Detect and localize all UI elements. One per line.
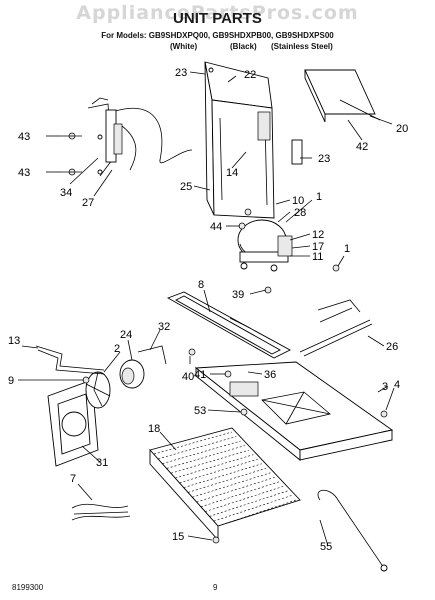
variant-stainless: (Stainless Steel) [271, 42, 333, 51]
callout-31: 31 [96, 457, 108, 469]
document-number: 8199300 [12, 583, 44, 592]
callout-3: 3 [382, 381, 388, 393]
callout-39: 39 [232, 289, 244, 301]
callout-43a: 43 [18, 131, 30, 143]
compressor [237, 219, 293, 272]
callout-1a: 1 [316, 191, 322, 203]
callout-34: 34 [60, 187, 72, 199]
variant-white: (White) [170, 42, 198, 51]
cold-control-assembly [87, 97, 193, 177]
callout-11: 11 [312, 251, 323, 263]
callout-53: 53 [194, 405, 206, 417]
callout-labels: 23 22 20 42 43 43 34 27 14 23 25 10 1 28… [8, 67, 408, 553]
callout-2: 2 [114, 343, 120, 355]
callout-12: 12 [312, 229, 324, 241]
callout-44: 44 [210, 221, 222, 233]
callout-28: 28 [294, 207, 306, 219]
callout-7: 7 [70, 473, 76, 485]
callout-13: 13 [8, 335, 20, 347]
callout-23a: 23 [175, 67, 187, 79]
condenser-coil [149, 427, 301, 542]
leader-lines [18, 71, 395, 547]
base-plate [194, 361, 394, 461]
callout-18: 18 [148, 423, 160, 435]
callout-1b: 1 [344, 243, 350, 255]
callout-27: 27 [82, 197, 94, 209]
callout-23b: 23 [318, 153, 330, 165]
screws [62, 132, 388, 544]
callout-26: 26 [386, 341, 398, 353]
watermark: AppliancePartsPros.com [76, 2, 359, 24]
callout-55: 55 [320, 541, 332, 553]
fan-blade-and-motor [85, 345, 167, 409]
page-title: UNIT PARTS [173, 10, 262, 27]
callout-24: 24 [120, 329, 132, 341]
callout-17: 17 [312, 241, 324, 253]
callout-22: 22 [244, 69, 256, 81]
callout-40: 40 [182, 371, 194, 383]
drain-pan [166, 291, 291, 359]
callout-8: 8 [198, 279, 204, 291]
wire-harness [299, 299, 373, 357]
callout-41: 41 [194, 369, 206, 381]
callout-4: 4 [394, 379, 400, 391]
callout-43b: 43 [18, 167, 30, 179]
callout-10: 10 [292, 195, 304, 207]
fan-motor-bracket [47, 379, 99, 467]
variant-black: (Black) [230, 42, 257, 51]
tube [317, 489, 388, 572]
callout-14: 14 [226, 167, 238, 179]
callout-32: 32 [158, 321, 170, 333]
callout-36: 36 [264, 369, 276, 381]
callout-42: 42 [356, 141, 368, 153]
fan-shroud [304, 69, 381, 123]
page-number: 9 [213, 583, 218, 592]
callout-9: 9 [8, 375, 14, 387]
shroud-bracket [204, 61, 303, 219]
tubing-l [35, 345, 105, 375]
wires [71, 503, 131, 521]
callout-20: 20 [396, 123, 408, 135]
callout-25: 25 [180, 181, 192, 193]
callout-15: 15 [172, 531, 184, 543]
models-line: For Models: GB9SHDXPQ00, GB9SHDXPB00, GB… [101, 31, 334, 40]
